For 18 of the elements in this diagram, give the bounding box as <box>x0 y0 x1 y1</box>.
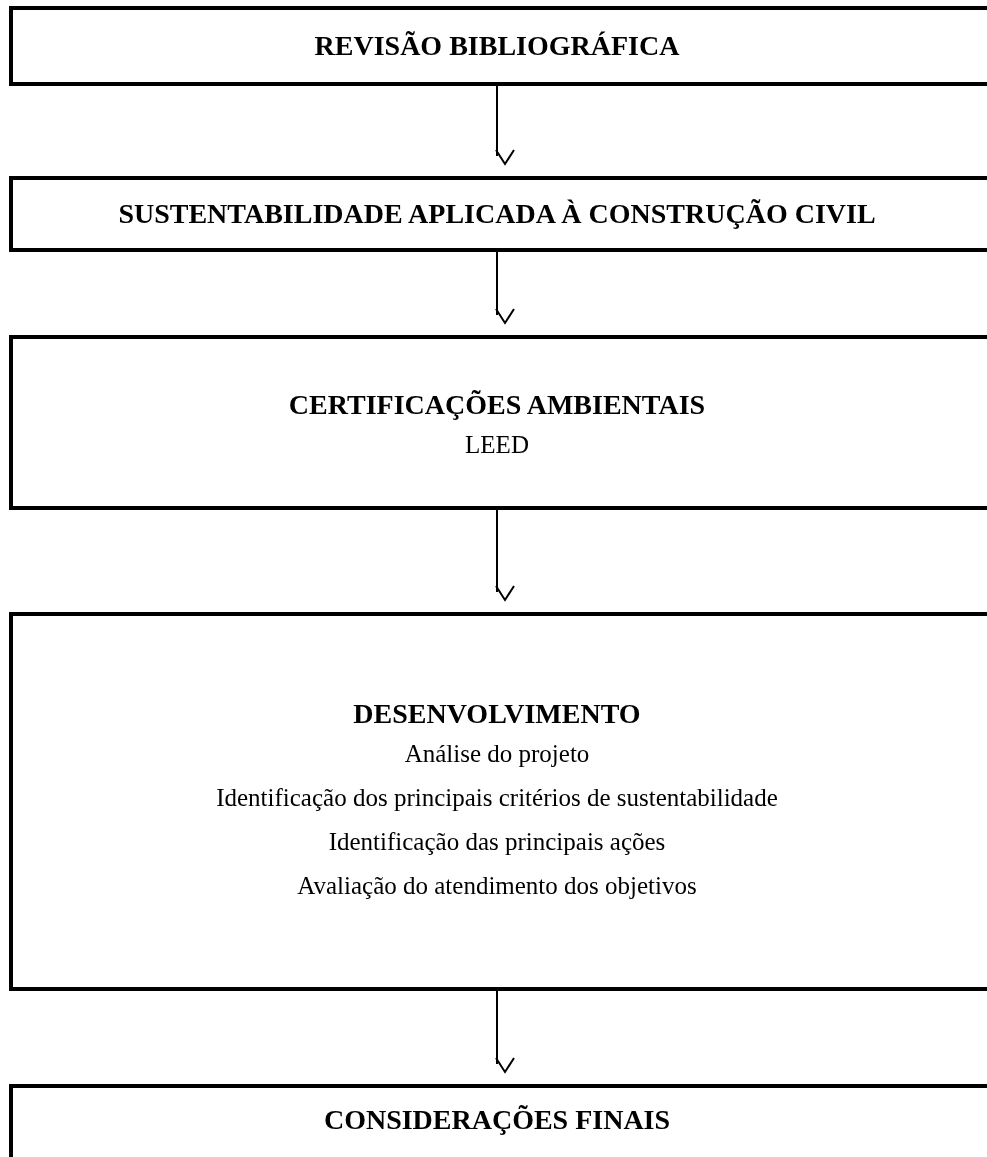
box-text: Identificação dos principais critérios de sustentabilidade <box>216 782 778 813</box>
arrow <box>495 509 515 601</box>
box-heading: DESENVOLVIMENTO <box>353 696 641 731</box>
arrow <box>495 990 515 1073</box>
box-text: Avaliação do atendimento dos objetivos <box>297 870 697 901</box>
process-box <box>9 612 987 991</box>
arrow <box>495 251 515 324</box>
box-heading: CONSIDERAÇÕES FINAIS <box>323 1103 671 1137</box>
box-text: Análise do projeto <box>404 738 590 769</box>
box-heading: SUSTENTABILIDADE APLICADA À CONSTRUÇÃO CIVIL <box>118 197 876 231</box>
box-heading: CERTIFICAÇÕES AMBIENTAIS <box>288 388 706 422</box>
process-box <box>9 335 987 510</box>
box-text: LEED <box>465 430 529 460</box>
process-box <box>9 6 987 86</box>
box-heading: REVISÃO BIBLIOGRÁFICA <box>314 29 680 63</box>
process-box <box>9 176 987 252</box>
box-text: Identificação das principais ações <box>328 826 666 857</box>
arrow <box>495 85 515 165</box>
